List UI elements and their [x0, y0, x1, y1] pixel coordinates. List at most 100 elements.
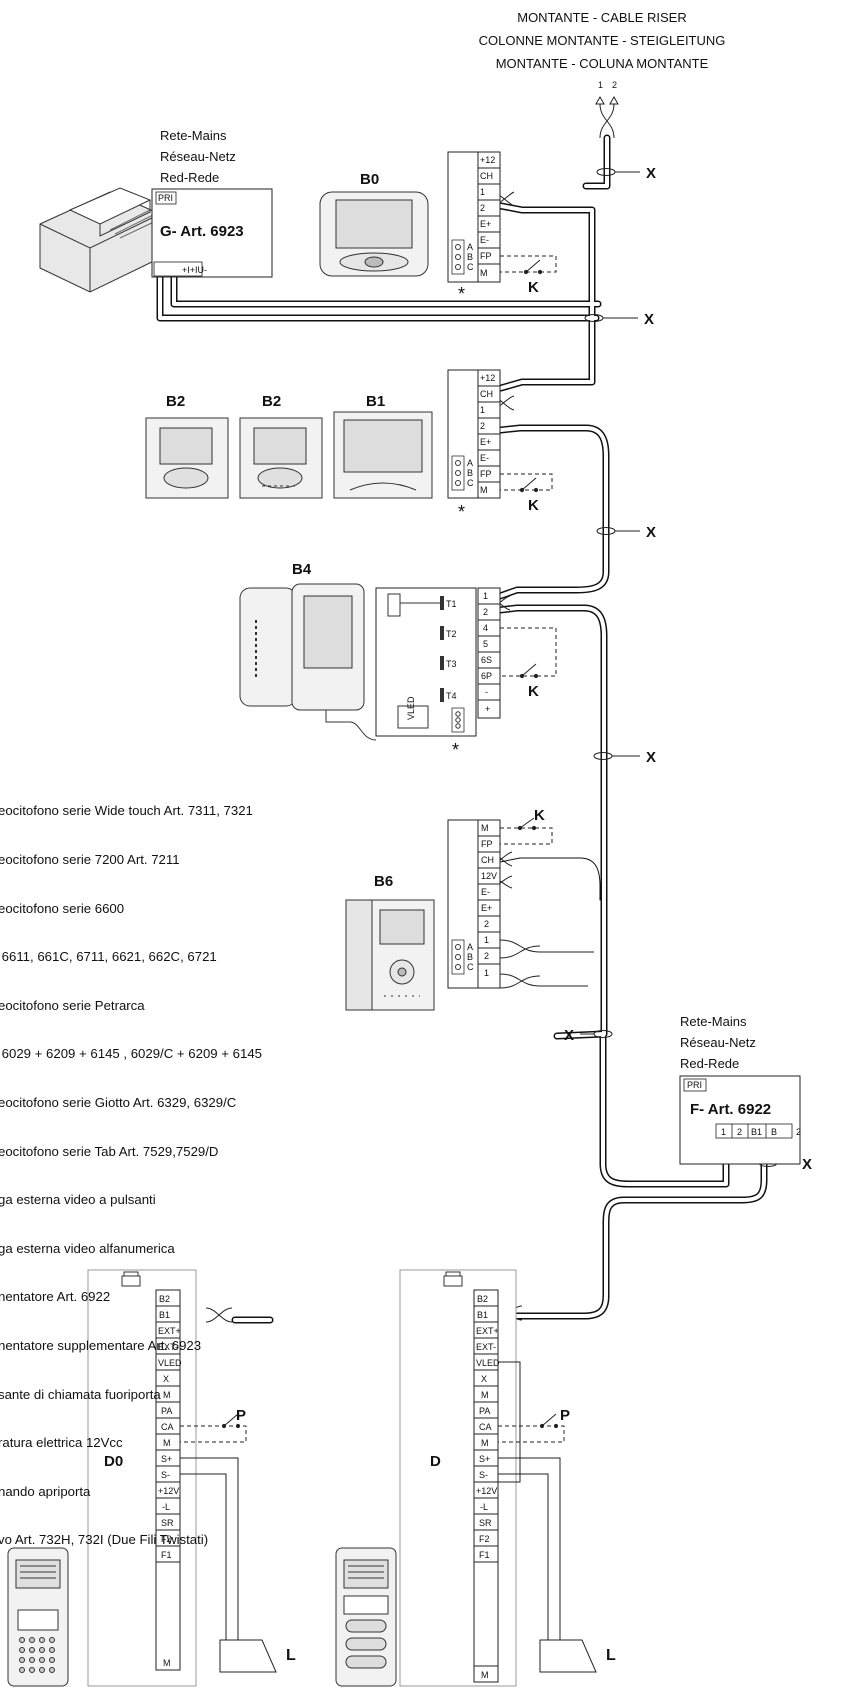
tb-b6-abc-b: B — [467, 952, 473, 962]
d0-t1: B2 — [159, 1294, 170, 1304]
p-label-d: P — [560, 1407, 570, 1424]
tb-b6-t2: FP — [481, 839, 493, 849]
b4-interface-box: T1 T2 T3 T4 VLED — [375, 587, 477, 737]
tb-b4-r2: 2 — [483, 607, 488, 617]
d-t16: F2 — [479, 1534, 490, 1544]
x-label-2: X — [644, 311, 654, 328]
tb-b6-abc-c: C — [467, 962, 474, 972]
d-t17: F1 — [479, 1550, 490, 1560]
d0-t6: X — [163, 1374, 169, 1384]
d-lock-wires — [498, 1457, 561, 1640]
d-label: D — [430, 1453, 441, 1470]
tb-b1-t7: FP — [480, 469, 492, 479]
d0-terminal-labels: B2 B1 EXT+ EXT- VLED X M PA CA M S+ S- +… — [158, 1294, 182, 1668]
b4-star: * — [452, 740, 459, 760]
p-switch-d — [498, 1413, 565, 1443]
k-label-b0: K — [528, 279, 539, 296]
d-t4: EXT- — [476, 1342, 496, 1352]
p-label-d0: P — [236, 1407, 246, 1424]
l-label-d: L — [606, 1647, 616, 1664]
d0-keypad-panel-icon — [7, 1547, 69, 1687]
tb-b1-t6: E- — [480, 453, 489, 463]
riser-pin-2: 2 — [612, 80, 617, 90]
legend-line-15: nando apriporta — [0, 1483, 91, 1499]
d0-t18: M — [163, 1658, 171, 1668]
b2a-label: B2 — [166, 393, 185, 410]
legend-line-6: 6029 + 6209 + 6145 , 6029/C + 6209 + 614… — [0, 1046, 262, 1062]
tb-b4-r4: 5 — [483, 639, 488, 649]
b1-star: * — [458, 502, 465, 522]
psu-g-terminals: +I+IU- — [182, 265, 207, 275]
x-label-6: X — [802, 1156, 812, 1173]
b2b-monitor-icon — [239, 417, 323, 499]
tb-b1-t8: M — [480, 485, 488, 495]
riser-title-2: COLONNE MONTANTE - STEIGLEITUNG — [479, 33, 726, 48]
d0-t2: B1 — [159, 1310, 170, 1320]
tb-b6-t3: CH — [481, 855, 494, 865]
d0-t11: S+ — [161, 1454, 172, 1464]
b4-label: B4 — [292, 561, 312, 578]
legend-line-3: eocitofono serie 6600 — [0, 900, 125, 916]
d0-t16: F2 — [161, 1534, 172, 1544]
mains-top-2: Réseau-Netz — [160, 149, 236, 164]
mains-bottom-2: Réseau-Netz — [680, 1035, 756, 1050]
legend: eocitofono serie Wide touch Art. 7311, 7… — [0, 771, 262, 1565]
tb-b1-t2: CH — [480, 389, 493, 399]
tb-b6-t8: 1 — [484, 935, 489, 945]
b2a-monitor-icon — [145, 417, 229, 499]
b2b-label: B2 — [262, 393, 281, 410]
d-t6: X — [481, 1374, 487, 1384]
d-t14: -L — [480, 1502, 488, 1512]
riser-terminals — [595, 95, 619, 139]
d-terminal-labels: B2 B1 EXT+ EXT- VLED X M PA CA M S+ S- +… — [476, 1294, 500, 1680]
tb-b4-r7: - — [485, 687, 488, 697]
b4-handset-icon — [239, 583, 377, 741]
riser-title-3: MONTANTE - COLUNA MONTANTE — [496, 56, 709, 71]
tb-b0-t4: 2 — [480, 203, 485, 213]
mains-top-3: Red-Rede — [160, 170, 219, 185]
d-panel — [399, 1269, 517, 1687]
tb-b4-r8: + — [485, 704, 490, 714]
legend-line-2: eocitofono serie 7200 Art. 7211 — [0, 852, 180, 867]
legend-line-1: eocitofono serie Wide touch Art. 7311, 7… — [0, 803, 253, 819]
d-t8: PA — [479, 1406, 490, 1416]
d0-label: D0 — [104, 1453, 123, 1470]
psu-f-box: PRI F- Art. 6922 1 2 B1 B 2 — [679, 1075, 801, 1165]
d-button-panel-icon — [335, 1547, 397, 1687]
tb-b0-abc-b: B — [467, 252, 473, 262]
d-t2: B1 — [477, 1310, 488, 1320]
tb-b0-abc-c: C — [467, 262, 474, 272]
d-t12: S- — [479, 1470, 488, 1480]
d-lock-icon — [539, 1639, 597, 1673]
legend-line-16: vo Art. 732H, 732I (Due Fili Twistati) — [0, 1532, 209, 1548]
riser-pin-1: 1 — [598, 80, 603, 90]
tb-b4-r1: 1 — [483, 591, 488, 601]
d0-t17: F1 — [161, 1550, 172, 1560]
d0-t9: CA — [161, 1422, 174, 1432]
tb-b6-t4: 12V — [481, 871, 497, 881]
psu-f-t1: 1 — [721, 1127, 726, 1137]
tb-b4: 1 2 4 5 6S 6P - + — [477, 587, 501, 719]
tb-b1-abc-a: A — [467, 458, 473, 468]
b0-label: B0 — [360, 171, 379, 188]
tb-b4-t3: T3 — [446, 659, 457, 669]
k-switch-b4 — [500, 627, 557, 679]
psu-g-box: PRI G- Art. 6923 +I+IU- — [151, 188, 273, 278]
tb-b4-t2: T2 — [446, 629, 457, 639]
d-terminals — [474, 1305, 498, 1667]
legend-line-10: ga esterna video alfanumerica — [0, 1240, 175, 1256]
tb-b4-r3: 4 — [483, 623, 488, 633]
psu-f-t5: 2 — [796, 1127, 801, 1137]
d-t9: CA — [479, 1422, 492, 1432]
legend-line-13: sante di chiamata fuoriporta — [0, 1386, 161, 1402]
psu-f-t2: 2 — [737, 1127, 742, 1137]
d0-lock-icon — [219, 1639, 277, 1673]
d-t7: M — [481, 1390, 489, 1400]
k-switch-b1 — [500, 473, 553, 493]
d0-t13: +12V — [158, 1486, 179, 1496]
b6-label: B6 — [374, 873, 393, 890]
d0-t14: -L — [162, 1502, 170, 1512]
legend-line-14: ratura elettrica 12Vcc — [0, 1435, 123, 1451]
d-t13: +12V — [476, 1486, 497, 1496]
